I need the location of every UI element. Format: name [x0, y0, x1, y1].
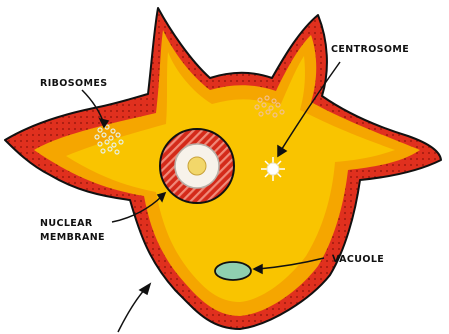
nuclear-membrane-label-line2: MEMBRANE	[40, 232, 105, 243]
nucleus	[160, 129, 234, 203]
vacuole	[215, 262, 251, 280]
vacuole-label: VACUOLE	[332, 254, 384, 265]
extra-pointer	[118, 288, 146, 332]
nuclear-membrane-label-line1: NUCLEAR	[40, 218, 93, 229]
centrosome-label: CENTROSOME	[331, 44, 409, 55]
ribosomes-label: RIBOSOMES	[40, 78, 107, 89]
